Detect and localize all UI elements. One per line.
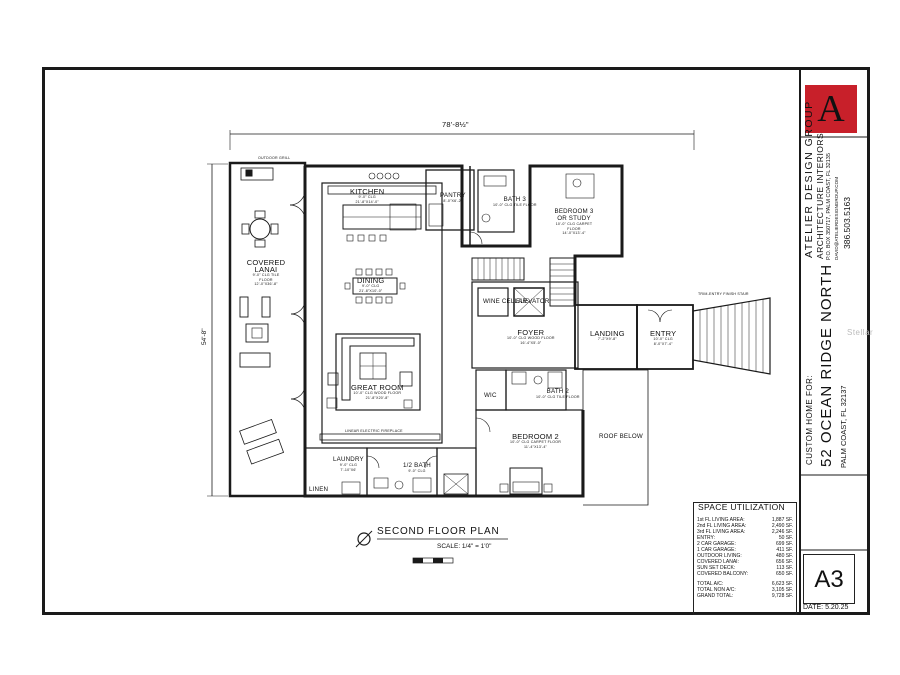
firm-logo: A: [805, 85, 857, 133]
grill-label: OUTDOOR GRILL: [258, 156, 291, 160]
su-row: 1 CAR GARAGE:411 SF.: [697, 547, 793, 553]
great-room-zone: [321, 182, 443, 444]
graphic-scale-bar: [412, 557, 454, 564]
stellar-watermark: Stellar: [847, 328, 874, 337]
drawing-title: SECOND FLOOR PLAN: [377, 526, 500, 537]
pantry-walls: [425, 169, 475, 231]
drawing-sheet: [42, 67, 870, 615]
roof-below-label: ROOF BELOW: [599, 433, 643, 440]
firm-tagline: ARCHITECTURE INTERIORS: [815, 132, 825, 259]
sectional-sofa: [341, 337, 415, 401]
foyer-walls: [471, 281, 579, 369]
su-row-total: TOTAL NON A/C:3,105 SF.: [697, 587, 793, 593]
su-row: SUN SET DECK:113 SF.: [697, 565, 793, 571]
su-row: ENTRY:50 SF.: [697, 535, 793, 541]
firm-name: ATELIER DESIGN GROUP: [803, 100, 815, 258]
sheet-number: A3: [803, 554, 855, 604]
su-row-total: TOTAL A/C:6,623 SF.: [697, 581, 793, 587]
elevator-label: ELEVATOR: [516, 298, 550, 305]
project-city: PALM COAST, FL 32137: [839, 385, 848, 468]
wine-cellar-walls: [477, 287, 509, 317]
lanai-wall: [228, 161, 307, 498]
elevator-shaft: [513, 287, 545, 317]
bedroom2-bed: [509, 467, 543, 495]
su-row: OUTDOOR LIVING:480 SF.: [697, 553, 793, 559]
firm-phone: 386.503.5163: [842, 197, 852, 249]
su-row: 2 CAR GARAGE:699 SF.: [697, 541, 793, 547]
su-row: 1st FL LIVING AREA:1,887 SF.: [697, 517, 793, 523]
bedroom2-walls: [475, 409, 583, 497]
su-row: 3rd FL LIVING AREA:2,246 SF.: [697, 529, 793, 535]
su-row: 2nd FL LIVING AREA:2,490 SF.: [697, 523, 793, 529]
wic-label: WIC: [484, 392, 497, 399]
space-utilization-table: SPACE UTILIZATION 1st FL LIVING AREA:1,8…: [693, 502, 797, 615]
fireplace-label: LINEAR ELECTRIC FIREPLACE: [345, 429, 403, 433]
overall-depth-dimension: 54'-8": [201, 328, 208, 345]
finish-stair-label: TRIM-ENTRY FINISH STAIR: [698, 292, 749, 296]
linen-label: LINEN: [309, 486, 329, 493]
project-name: 52 OCEAN RIDGE NORTH: [818, 263, 835, 467]
area-rug: [335, 333, 421, 411]
roof-below-outline: [582, 369, 649, 506]
wic-walls: [475, 369, 507, 411]
lanai-round-table: [249, 218, 271, 240]
firm-address: P.O. BOX 350717, PALM COAST, FL 32135: [826, 153, 832, 260]
wine-cellar-label: WINE CELLAR: [483, 298, 528, 305]
fireplace-wall: [319, 433, 441, 441]
entry-fan-stair: [692, 297, 771, 375]
space-utilization-title: SPACE UTILIZATION: [698, 502, 785, 512]
firm-email: DAVID@ATELIERDESIGNGROUP.COM: [834, 176, 839, 260]
kitchen-counter: [327, 185, 437, 195]
dining-table: [352, 277, 398, 295]
su-row: COVERED LANAI:656 SF.: [697, 559, 793, 565]
overall-width-dimension: 78'-8½": [442, 120, 469, 129]
project-prefix: CUSTOM HOME FOR:: [805, 374, 814, 465]
su-row-total: GRAND TOTAL:9,728 SF.: [697, 593, 793, 599]
su-row: COVERED BALCONY:650 SF.: [697, 571, 793, 577]
drawing-scale: SCALE: 1/4" = 1'0": [437, 543, 492, 550]
sheet-date: DATE: 5.20.25: [803, 604, 849, 611]
